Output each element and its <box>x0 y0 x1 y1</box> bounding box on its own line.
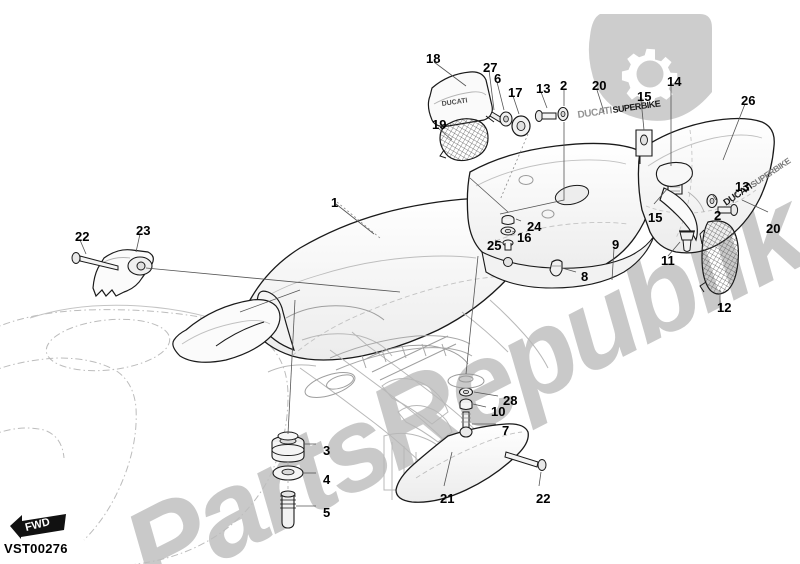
part-28-nut <box>458 387 474 397</box>
callout-24: 24 <box>527 219 542 234</box>
callout-27: 27 <box>483 60 498 75</box>
callout-12: 12 <box>717 300 732 315</box>
svg-text:DUCATI: DUCATI <box>577 105 613 121</box>
leader-lines-dotted <box>336 133 529 239</box>
part-22-bolt-right <box>504 451 547 471</box>
part-17-grommet <box>511 115 531 137</box>
callout-1: 1 <box>331 195 339 210</box>
callout-13-right: 13 <box>735 179 750 194</box>
part-11-rivet <box>679 230 695 252</box>
part-6-washer <box>499 111 513 127</box>
callout-2-right: 2 <box>714 208 722 223</box>
callout-15-lower: 15 <box>648 210 663 225</box>
callout-7: 7 <box>502 423 510 438</box>
callout-6: 6 <box>494 71 502 86</box>
part-2-washer-right <box>706 193 718 209</box>
part-1-seat <box>172 197 542 363</box>
part-13-screw-right <box>717 204 739 216</box>
callout-9: 9 <box>612 237 620 252</box>
callout-22-left: 22 <box>75 229 90 244</box>
diagram-code: VST00276 <box>4 541 68 556</box>
part-13-screw-upper <box>534 110 557 122</box>
callout-2-upper: 2 <box>560 78 568 93</box>
part-15-bracket-upper <box>635 129 653 164</box>
callout-3: 3 <box>323 443 331 458</box>
part-24-nut <box>501 215 515 225</box>
rear-bracket-arm <box>659 187 705 242</box>
callout-26: 26 <box>741 93 756 108</box>
part-2-washer-upper <box>557 106 569 122</box>
callout-21: 21 <box>440 491 455 506</box>
callout-13-upper: 13 <box>536 81 551 96</box>
part-12-mesh-grille <box>699 220 739 295</box>
part-10-nut <box>459 398 473 410</box>
part-5-bolt <box>280 490 296 529</box>
callout-8: 8 <box>581 269 589 284</box>
callout-19: 19 <box>432 117 447 132</box>
callout-25: 25 <box>487 238 502 253</box>
callout-14: 14 <box>667 74 682 89</box>
part-14-tail-cover <box>655 161 693 187</box>
watermark-logo <box>588 14 712 121</box>
callout-20-right: 20 <box>766 221 781 236</box>
part-22-bolt-left <box>71 252 119 271</box>
callout-18: 18 <box>426 51 441 66</box>
callout-22-right: 22 <box>536 491 551 506</box>
callout-10: 10 <box>491 404 506 419</box>
callout-16: 16 <box>517 230 532 245</box>
fuel-tank-ghost <box>0 309 289 564</box>
undertray-ghost <box>267 299 549 501</box>
part-21-side-panel <box>395 423 529 503</box>
part-4-washer <box>272 465 304 481</box>
forward-arrow-icon: FWD <box>8 512 70 540</box>
part-26-tail-body <box>637 117 775 254</box>
part-16-washer <box>500 226 516 236</box>
callout-17: 17 <box>508 85 523 100</box>
callout-11: 11 <box>661 253 675 268</box>
callout-23: 23 <box>136 223 151 238</box>
callout-15-upper: 15 <box>637 89 652 104</box>
rear-rail-ghost <box>329 335 473 371</box>
part-25-spacer <box>502 239 514 251</box>
callout-5: 5 <box>323 505 331 520</box>
part-19-mesh-grille <box>439 118 489 162</box>
callout-28: 28 <box>503 393 518 408</box>
part-3-rubber-bushing <box>271 431 305 463</box>
part-8-plug <box>549 259 563 277</box>
part-7-screw <box>459 411 473 438</box>
leader-lines <box>79 61 769 507</box>
callout-20-upper: 20 <box>592 78 607 93</box>
callout-4: 4 <box>323 472 331 487</box>
part-9-tail-fairing <box>466 142 655 289</box>
seat-cowl-decal-text: DUCATI <box>441 97 468 108</box>
part-23-seat-lock-bracket <box>92 249 154 298</box>
